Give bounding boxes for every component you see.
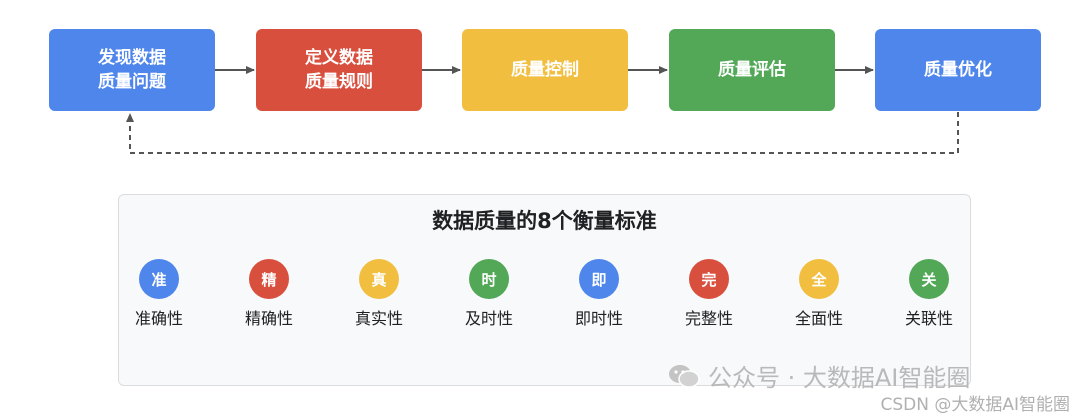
standard-immediacy: 即 即时性 xyxy=(554,259,644,329)
standard-precision: 精 精确性 xyxy=(224,259,314,329)
flow-step-label: 定义数据 质量规则 xyxy=(305,48,373,92)
standard-badge: 完 xyxy=(689,259,729,299)
standard-label: 关联性 xyxy=(904,309,953,328)
wechat-icon xyxy=(669,364,700,388)
standard-completeness: 完 完整性 xyxy=(664,259,754,329)
flow-step-quality-assessment: 质量评估 xyxy=(669,29,835,111)
wechat-watermark-text: 公众号 · 大数据AI智能圈 xyxy=(708,364,971,392)
standard-relevance: 关 关联性 xyxy=(884,259,974,329)
csdn-watermark: CSDN @大数据AI智能圈 xyxy=(880,395,1070,415)
wechat-watermark: 公众号 · 大数据AI智能圈 xyxy=(668,358,970,393)
standard-comprehensiveness: 全 全面性 xyxy=(774,259,864,329)
standard-label: 及时性 xyxy=(464,309,513,328)
standard-label: 真实性 xyxy=(354,309,403,328)
flow-step-quality-optimization: 质量优化 xyxy=(875,29,1041,111)
standard-badge: 时 xyxy=(469,259,509,299)
standard-badge: 全 xyxy=(799,259,839,299)
flow-step-label: 质量评估 xyxy=(718,60,786,80)
standards-panel: 数据质量的8个衡量标准 准 准确性 精 精确性 真 真实性 时 及时性 即 即时… xyxy=(118,194,971,386)
flow-step-label: 发现数据 质量问题 xyxy=(98,48,166,92)
flow-step-label: 质量优化 xyxy=(924,60,992,80)
standard-timeliness: 时 及时性 xyxy=(444,259,534,329)
feedback-loop-arrow xyxy=(126,112,959,154)
standard-label: 准确性 xyxy=(134,309,183,328)
standard-label: 完整性 xyxy=(684,309,733,328)
flow-step-discover-issues: 发现数据 质量问题 xyxy=(49,29,215,111)
flow-connectors xyxy=(126,66,959,154)
flow-step-label: 质量控制 xyxy=(511,60,579,80)
panel-title: 数据质量的8个衡量标准 xyxy=(432,209,657,233)
standard-label: 全面性 xyxy=(794,309,843,328)
standard-badge: 准 xyxy=(139,259,179,299)
flow-step-define-rules: 定义数据 质量规则 xyxy=(256,29,422,111)
standard-badge: 真 xyxy=(359,259,399,299)
standard-label: 精确性 xyxy=(244,309,293,328)
standard-badge: 关 xyxy=(909,259,949,299)
flow-step-quality-control: 质量控制 xyxy=(462,29,628,111)
standard-badge: 精 xyxy=(249,259,289,299)
standard-authenticity: 真 真实性 xyxy=(334,259,424,329)
standard-accuracy: 准 准确性 xyxy=(114,259,204,329)
standard-badge: 即 xyxy=(579,259,619,299)
standard-label: 即时性 xyxy=(574,309,623,328)
